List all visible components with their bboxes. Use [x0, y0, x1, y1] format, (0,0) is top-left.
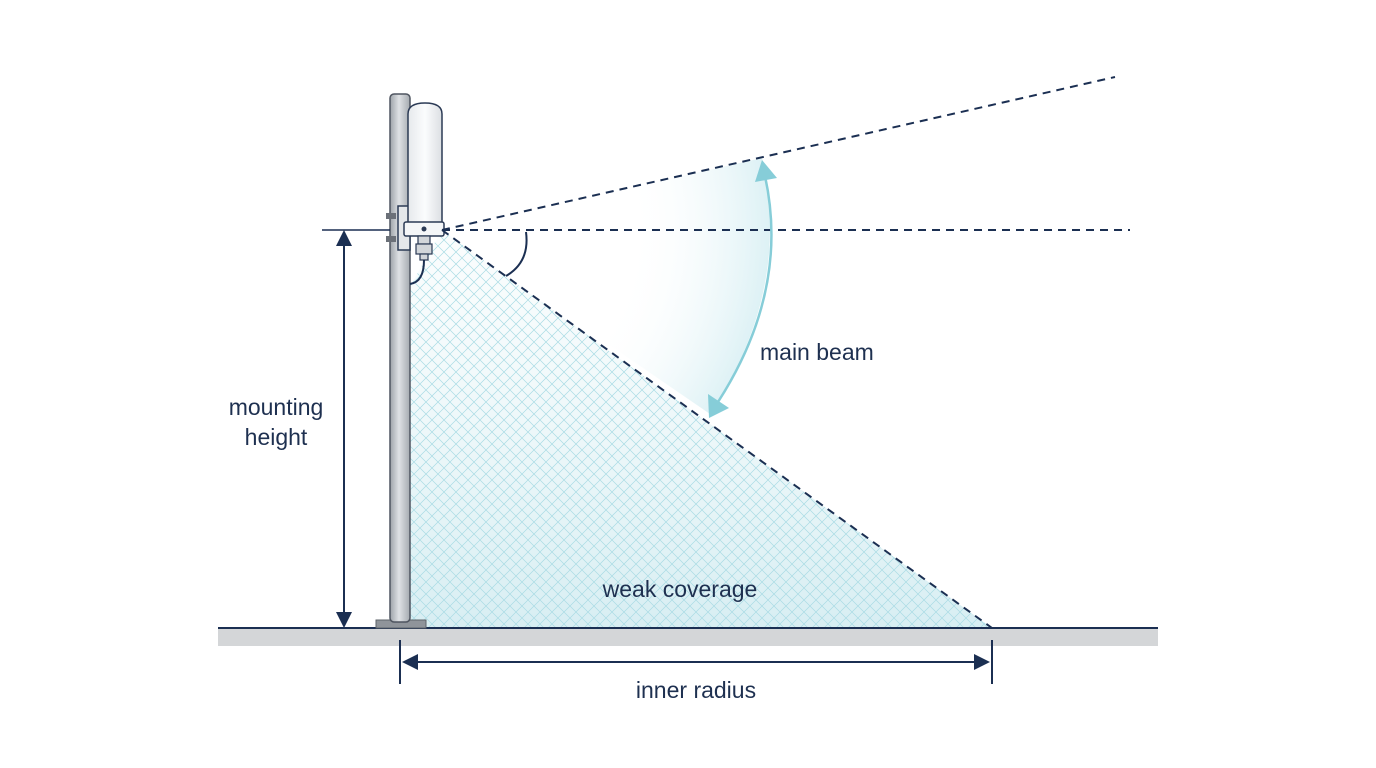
main-beam-wedge: [442, 158, 771, 414]
inner-radius-dimension: [399, 640, 993, 684]
main-beam-label: main beam: [760, 339, 874, 365]
mounting-height-dimension: [322, 229, 390, 628]
ground: [218, 628, 1158, 646]
weak-coverage-region: [408, 230, 992, 628]
inner-radius-label: inner radius: [636, 677, 756, 703]
antenna: [386, 102, 445, 285]
mounting-height-label-line1: mounting: [229, 394, 324, 420]
mounting-height-label-line2: height: [245, 424, 308, 450]
main-beam-arrow: [708, 160, 777, 418]
beam-lower-line: [441, 229, 993, 629]
beam-upper-line: [441, 76, 1116, 231]
downtilt-angle-arc: [505, 231, 528, 277]
weak-coverage-label: weak coverage: [602, 576, 758, 602]
